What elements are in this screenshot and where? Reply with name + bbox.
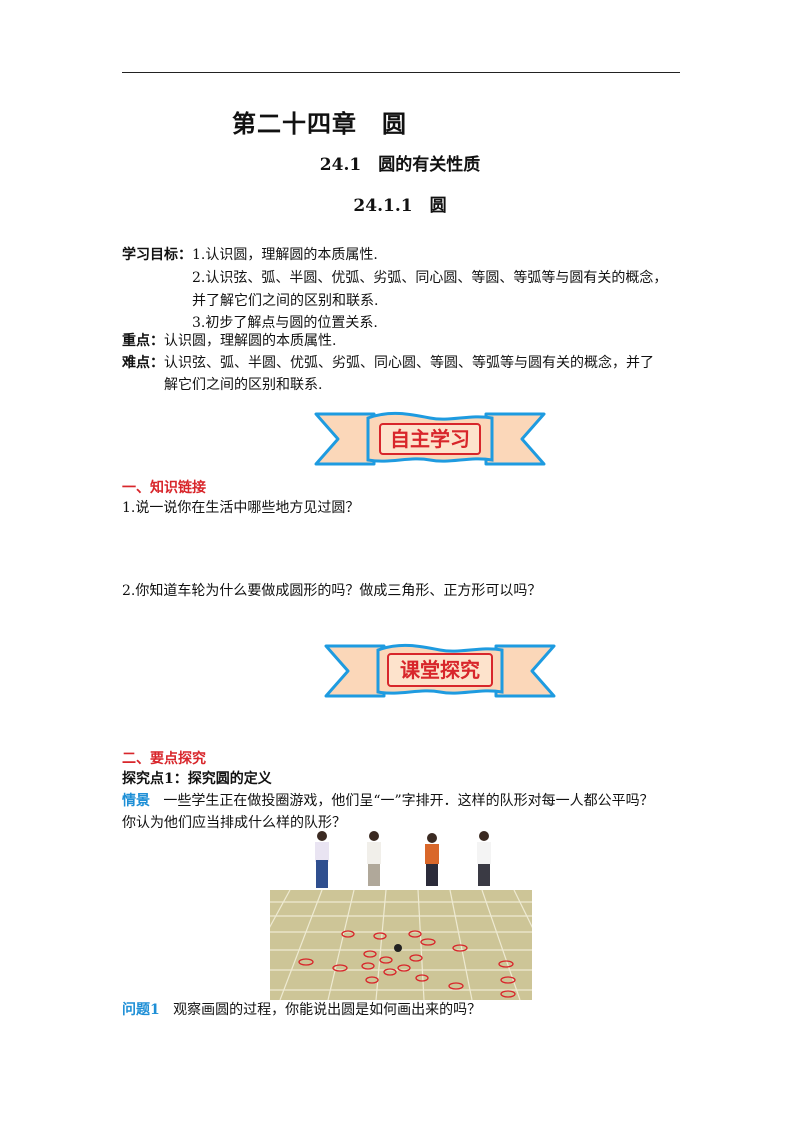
objectives-label: 学习目标： [122,247,192,263]
objective-1: 1.认识圆，理解圆的本质属性. [192,247,378,263]
child-figure-4 [477,831,491,886]
scene-line2: 你认为他们应当排成什么样的队形？ [122,815,346,831]
subsection-title: 24.1.1 圆 [353,196,447,216]
difficult-point-label: 难点： [122,355,164,371]
point1-title: 探究点1：探究圆的定义 [122,771,272,787]
difficult-point-line1: 认识弦、弧、半圆、优弧、劣弧、同心圆、等圆、等弧等与圆有关的概念，并了 [164,355,654,371]
section-title: 24.1 圆的有关性质 [319,155,481,175]
objective-3: 3.初步了解点与圆的位置关系. [192,315,378,331]
chapter-title: 第二十四章 圆 [232,109,407,138]
scene-line1: 情景 一些学生正在做投圈游戏，他们呈“一”字排开．这样的队形对每一人都公平吗？ [122,791,654,811]
child-figure-3 [425,833,439,886]
banner-self-study: 自主学习 [314,411,546,466]
question-1-label: 问题1 [122,1002,160,1018]
difficult-point-line2: 解它们之间的区别和联系. [164,377,323,393]
difficult-point: 难点：认识弦、弧、半圆、优弧、劣弧、同心圆、等圆、等弧等与圆有关的概念，并了 [122,353,654,373]
child-figure-1 [315,831,329,888]
part1-question-1: 1.说一说你在生活中哪些地方见过圆？ [122,500,360,516]
banner-self-study-text: 自主学习 [390,427,470,451]
ring-toss-illustration [270,831,532,1000]
banner-class-explore-text: 课堂探究 [400,658,480,682]
objectives-line1: 学习目标：1.认识圆，理解圆的本质属性. [122,245,378,265]
question-1-text: 观察画圆的过程，你能说出圆是如何画出来的吗？ [173,1002,482,1018]
key-point-label: 重点： [122,333,164,349]
scene-text: 一些学生正在做投圈游戏，他们呈“一”字排开．这样的队形对每一人都公平吗？ [163,793,654,809]
key-point-text: 认识圆，理解圆的本质属性. [164,333,337,349]
part2-heading: 二、要点探究 [122,751,206,767]
scene-label: 情景 [122,793,150,809]
key-point: 重点：认识圆，理解圆的本质属性. [122,331,336,351]
ball [394,944,402,952]
objective-2-line2: 并了解它们之间的区别和联系. [192,293,379,309]
objective-2-line1: 2.认识弦、弧、半圆、优弧、劣弧、同心圆、等圆、等弧等与圆有关的概念， [192,270,668,286]
banner-class-explore: 课堂探究 [324,643,556,698]
part1-heading: 一、知识链接 [122,480,206,496]
child-figure-2 [367,831,381,886]
question-1: 问题1 观察画圆的过程，你能说出圆是如何画出来的吗？ [122,1000,481,1020]
part1-question-2: 2.你知道车轮为什么要做成圆形的吗？做成三角形、正方形可以吗？ [122,583,542,599]
top-rule [122,72,680,73]
